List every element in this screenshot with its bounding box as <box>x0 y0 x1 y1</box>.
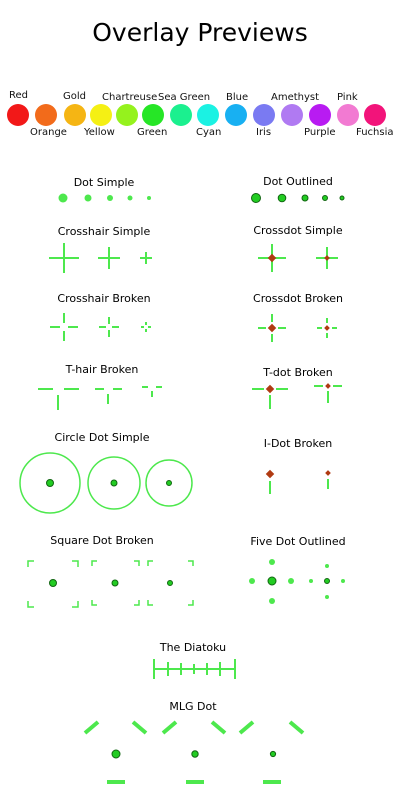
swatch-label-chartreuse: Chartreuse <box>102 92 158 103</box>
swatch-iris[interactable] <box>253 104 275 126</box>
caption-mlg-dot: MLG Dot <box>169 700 217 713</box>
swatch-label-yellow: Yellow <box>84 127 115 138</box>
preview-circle-dot-simple <box>19 452 193 514</box>
swatch-green[interactable] <box>142 104 164 126</box>
swatch-label-orange: Orange <box>30 127 67 138</box>
page-title: Overlay Previews <box>92 18 308 47</box>
swatch-label-iris: Iris <box>256 127 272 138</box>
caption-crosshair-simple: Crosshair Simple <box>57 225 151 238</box>
swatch-gold[interactable] <box>64 104 86 126</box>
preview-crossdot-simple <box>258 244 338 272</box>
caption-the-diatoku: The Diatoku <box>159 641 227 654</box>
preview-five-dot-outlined <box>249 559 345 604</box>
preview-square-dot-broken <box>27 560 194 608</box>
preview-dot-outlined <box>251 193 345 203</box>
preview-t-dot-broken <box>252 383 342 409</box>
swatch-label-red: Red <box>9 90 28 101</box>
caption-square-dot-broken: Square Dot Broken <box>50 534 154 547</box>
preview-t-hair-broken <box>38 386 162 410</box>
caption-t-hair-broken: T-hair Broken <box>65 363 139 376</box>
caption-five-dot-outlined: Five Dot Outlined <box>250 535 346 548</box>
swatch-red[interactable] <box>7 104 29 126</box>
preview-i-dot-broken <box>265 469 331 494</box>
swatch-pink[interactable] <box>337 104 359 126</box>
caption-t-dot-broken: T-dot Broken <box>263 366 333 379</box>
swatch-chartreuse[interactable] <box>116 104 138 126</box>
caption-dot-simple: Dot Simple <box>73 176 135 189</box>
swatch-label-blue: Blue <box>226 92 249 103</box>
caption-crossdot-broken: Crossdot Broken <box>253 292 343 305</box>
preview-crossdot-broken <box>258 314 337 342</box>
swatch-purple[interactable] <box>309 104 331 126</box>
caption-i-dot-broken: I-Dot Broken <box>263 437 333 450</box>
caption-crossdot-simple: Crossdot Simple <box>253 224 343 237</box>
preview-crosshair-simple <box>49 243 152 273</box>
preview-crosshair-broken <box>50 313 151 341</box>
swatch-orange[interactable] <box>35 104 57 126</box>
swatch-blue[interactable] <box>225 104 247 126</box>
preview-dot-simple <box>58 193 151 203</box>
swatch-label-gold: Gold <box>63 91 86 102</box>
preview-the-diatoku <box>153 659 236 679</box>
color-swatch-palette: Red Orange Gold Yellow Chartreuse Green … <box>0 0 400 150</box>
swatch-label-purple: Purple <box>304 127 336 138</box>
swatch-label-cyan: Cyan <box>196 127 222 138</box>
caption-circle-dot-simple: Circle Dot Simple <box>54 431 150 444</box>
caption-crosshair-broken: Crosshair Broken <box>57 292 151 305</box>
swatch-fuchsia[interactable] <box>364 104 386 126</box>
swatch-cyan[interactable] <box>197 104 219 126</box>
preview-mlg-dot <box>83 720 305 784</box>
swatch-yellow[interactable] <box>90 104 112 126</box>
swatch-label-pink: Pink <box>337 92 358 103</box>
swatch-label-green: Green <box>137 127 168 138</box>
swatch-label-amethyst: Amethyst <box>271 92 320 103</box>
swatch-label-sea-green: Sea Green <box>158 92 211 103</box>
caption-dot-outlined: Dot Outlined <box>263 175 333 188</box>
swatch-label-fuchsia: Fuchsia <box>356 127 394 138</box>
swatch-amethyst[interactable] <box>281 104 303 126</box>
swatch-sea-green[interactable] <box>170 104 192 126</box>
